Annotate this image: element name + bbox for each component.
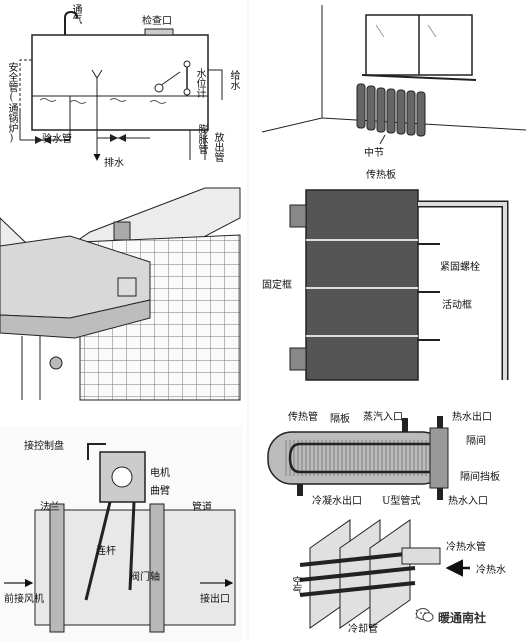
control-panel-label: 接控制盘 xyxy=(24,441,64,452)
partition-label: 隔间 xyxy=(466,436,486,447)
valve-shaft-label: 阀门轴 xyxy=(130,572,160,583)
flange-label: 法兰 xyxy=(40,502,60,513)
test-water-pipe-label: 验水管 xyxy=(42,134,72,145)
expansion-pipe-label: 膨胀管 xyxy=(196,124,207,154)
middle-section-label: 中节 xyxy=(364,148,384,159)
link-rod-label: 连杆 xyxy=(96,546,116,557)
expansion-tank-diagram xyxy=(19,10,223,161)
plate-heat-exchanger-diagram xyxy=(289,189,509,381)
to-outlet-label: 接出口 xyxy=(200,594,230,605)
water-supply-label: 给水 xyxy=(228,70,239,90)
cooling-coil-label: 冷却管 xyxy=(348,624,378,635)
drain-label: 排水 xyxy=(104,158,124,169)
partition-baffle-label: 隔间挡板 xyxy=(460,472,500,483)
discharge-pipe-label: 放出管 xyxy=(212,132,223,162)
hot-cold-water-label: 冷热水 xyxy=(476,565,506,576)
cooling-coil-diagram xyxy=(299,519,470,629)
steam-inlet-label: 蒸汽入口 xyxy=(363,412,403,423)
fixed-frame-label: 固定框 xyxy=(262,280,292,291)
movable-frame-label: 活动框 xyxy=(442,300,472,311)
vent-label: 通气 xyxy=(70,4,81,24)
hot-water-inlet-label: 热水入口 xyxy=(448,496,488,507)
air-label: 空气 xyxy=(290,576,301,596)
heat-plate-label: 传热板 xyxy=(366,170,396,181)
u-tube-exchanger-diagram xyxy=(267,416,449,500)
heat-tube-label: 传热管 xyxy=(288,412,318,423)
tie-bolt-label: 紧固螺栓 xyxy=(440,262,480,273)
hot-cold-pipe-label: 冷热水管 xyxy=(446,542,486,553)
from-fan-label: 前接风机 xyxy=(4,594,44,605)
u-tube-type-label: U型管式 xyxy=(382,496,421,507)
watermark-text: 暖通南社 xyxy=(438,611,487,625)
water-level-gauge-label: 水位计 xyxy=(194,68,205,98)
crank-arm-label: 曲臂 xyxy=(150,486,170,497)
safety-pipe-label: 安全管(通锅炉) xyxy=(6,62,17,144)
damper-actuator-diagram xyxy=(0,426,242,641)
ceiling-duct-diagram xyxy=(0,186,241,401)
condensate-outlet-label: 冷凝水出口 xyxy=(312,496,362,507)
inspection-port-label: 检查口 xyxy=(142,16,172,27)
baffle-label: 隔板 xyxy=(330,414,350,425)
duct-label: 管道 xyxy=(192,502,212,513)
radiator-diagram xyxy=(261,5,526,145)
hot-water-outlet-label: 热水出口 xyxy=(452,412,492,423)
motor-label: 电机 xyxy=(150,468,170,479)
wechat-logo-icon xyxy=(416,608,434,622)
